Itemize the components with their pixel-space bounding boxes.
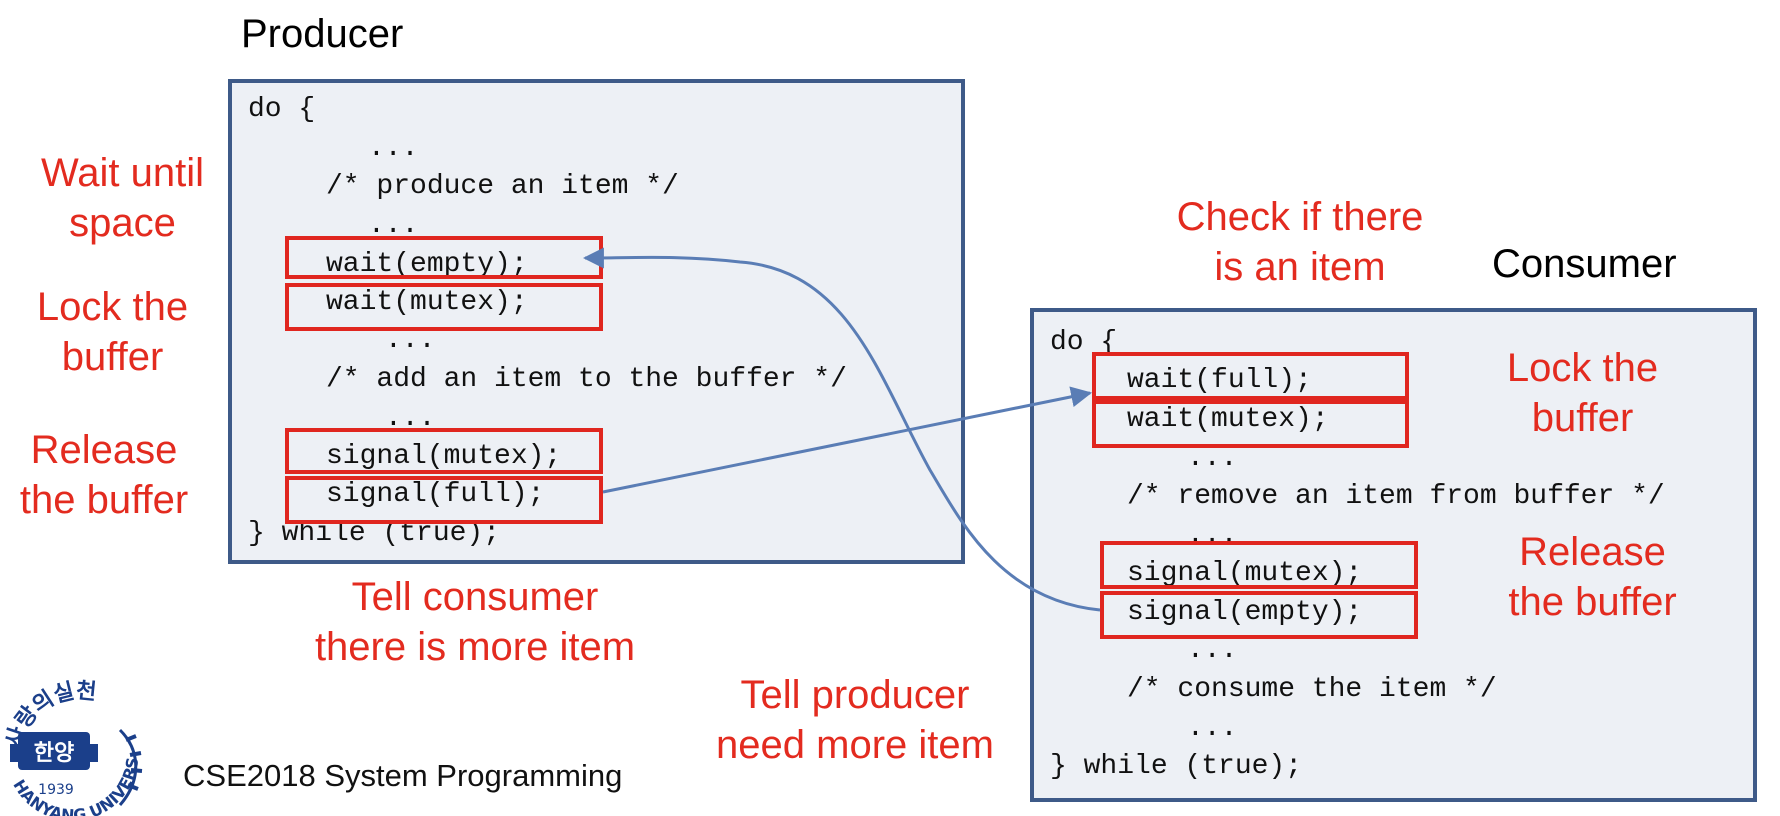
producer-code-line: /* produce an item */ [326, 171, 679, 202]
highlight-wait-full [1092, 352, 1409, 400]
annotation-line: Check if there [1176, 195, 1424, 239]
highlight-wait-mutex-consumer [1092, 400, 1409, 448]
producer-code-line: do { [248, 94, 316, 125]
logo-year: 1939 [38, 782, 74, 798]
logo-emblem-text: 한양 [34, 741, 74, 766]
course-footer: CSE2018 System Programming [183, 758, 623, 793]
annotation-line: space [69, 201, 176, 245]
annotation-line: is an item [1214, 245, 1386, 289]
consumer-code-line: do { [1050, 327, 1118, 358]
highlight-signal-full [285, 476, 603, 524]
annotation-release-buffer-consumer: Release the buffer [1490, 527, 1695, 627]
annotation-line: Tell consumer [351, 575, 599, 619]
consumer-code-line: signal(empty); [1127, 597, 1363, 628]
highlight-signal-mutex-producer [285, 428, 603, 474]
consumer-code-line: ... [1187, 713, 1238, 744]
consumer-code-line: /* consume the item */ [1127, 674, 1497, 705]
producer-code-line: signal(full); [326, 479, 545, 510]
annotation-tell-producer: Tell producer need more item [690, 670, 1020, 770]
consumer-code-line: wait(mutex); [1127, 404, 1329, 435]
annotation-line: the buffer [19, 478, 189, 522]
producer-code-line: wait(empty); [326, 249, 528, 280]
annotation-lock-buffer-producer: Lock the buffer [10, 282, 215, 382]
annotation-line: buffer [1531, 396, 1634, 440]
annotation-line: need more item [716, 723, 994, 767]
annotation-tell-consumer: Tell consumer there is more item [290, 572, 660, 672]
annotation-line: Lock the [1506, 346, 1659, 390]
emblem-shield-icon [18, 732, 90, 770]
consumer-code-box [1030, 308, 1757, 802]
producer-code-box [228, 79, 965, 564]
consumer-title: Consumer [1492, 242, 1677, 286]
consumer-code-line: wait(full); [1127, 365, 1312, 396]
annotation-line: there is more item [314, 625, 636, 669]
laurel-icon [118, 728, 138, 806]
producer-title: Producer [241, 12, 404, 56]
laurel-leaf-icon [125, 734, 143, 791]
annotation-line: Release [1519, 530, 1666, 574]
annotation-line: Tell producer [740, 673, 970, 717]
producer-code-line: wait(mutex); [326, 287, 528, 318]
consumer-code-line: /* remove an item from buffer */ [1127, 481, 1665, 512]
annotation-line: Release [30, 428, 178, 472]
producer-code-line: ... [368, 210, 419, 241]
consumer-code-line: signal(mutex); [1127, 558, 1363, 589]
consumer-code-line: ... [1187, 443, 1238, 474]
consumer-code-line: ... [1187, 520, 1238, 551]
annotation-line: the buffer [1508, 580, 1677, 624]
consumer-code-line: } while (true); [1050, 751, 1303, 782]
hanyang-university-logo: 사랑의실천 한양 1939 HANYANG UNIVERSITY [0, 660, 143, 816]
highlight-wait-mutex-producer [285, 283, 603, 331]
annotation-lock-buffer-consumer: Lock the buffer [1480, 343, 1685, 443]
arrow-signal-full-to-wait-full [602, 386, 1093, 494]
annotation-line: buffer [61, 335, 164, 379]
highlight-signal-empty [1100, 591, 1418, 639]
annotation-check-item: Check if there is an item [1150, 192, 1450, 292]
highlight-signal-mutex-consumer [1100, 541, 1418, 589]
consumer-code-line: ... [1187, 635, 1238, 666]
annotation-release-buffer-producer: Release the buffer [0, 425, 208, 525]
producer-code-line: /* add an item to the buffer */ [326, 364, 847, 395]
annotation-line: Lock the [36, 285, 189, 329]
annotation-line: Wait until [40, 151, 204, 195]
annotation-wait-until-space: Wait until space [20, 148, 225, 248]
arrow-signal-empty-to-wait-empty [582, 247, 1101, 612]
producer-code-line: signal(mutex); [326, 441, 562, 472]
producer-code-line: ... [368, 133, 419, 164]
